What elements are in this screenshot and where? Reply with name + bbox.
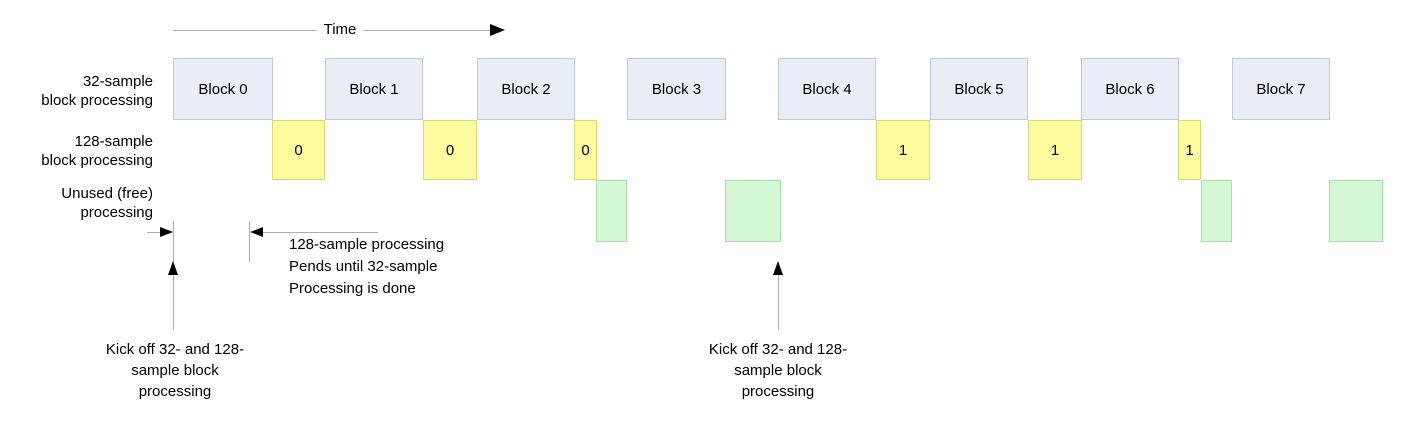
row-label-unused-free: Unused (free) processing bbox=[0, 184, 153, 222]
block-32-7: Block 7 bbox=[1232, 58, 1330, 120]
row-label-32-sample: 32-sample block processing bbox=[0, 72, 153, 110]
dimension-arrow-right-icon bbox=[160, 227, 173, 237]
block-32-4: Block 4 bbox=[778, 58, 876, 120]
block-32-0: Block 0 bbox=[173, 58, 273, 120]
row-label-128-sample: 128-sample block processing bbox=[0, 132, 153, 170]
block-128-2: 0 bbox=[574, 120, 597, 180]
kickoff-note-1: Kick off 32- and 128- sample block proce… bbox=[85, 339, 265, 402]
block-32-1: Block 1 bbox=[325, 58, 423, 120]
block-32-3: Block 3 bbox=[627, 58, 726, 120]
time-axis-label: Time bbox=[316, 21, 364, 38]
block-128-3: 1 bbox=[876, 120, 930, 180]
kickoff-note-line: processing bbox=[741, 383, 815, 400]
kickoff-note-line: Kick off 32- and 128- bbox=[708, 341, 848, 358]
kickoff-marker-line bbox=[173, 221, 174, 330]
free-block-3 bbox=[1329, 180, 1383, 242]
row-label-line: block processing bbox=[41, 92, 153, 109]
row-label-line: Unused (free) bbox=[61, 185, 153, 202]
kickoff-note-line: Kick off 32- and 128- bbox=[105, 341, 245, 358]
pend-note: 128-sample processing Pends until 32-sam… bbox=[289, 234, 444, 300]
kickoff-note-2: Kick off 32- and 128- sample block proce… bbox=[688, 339, 868, 402]
kickoff-up-arrow-icon bbox=[168, 261, 178, 275]
block-32-5: Block 5 bbox=[930, 58, 1028, 120]
free-block-0 bbox=[596, 180, 627, 242]
block-128-0: 0 bbox=[272, 120, 325, 180]
kickoff-note-line: sample block bbox=[131, 362, 219, 379]
kickoff-note-line: processing bbox=[138, 383, 212, 400]
kickoff-note-line: sample block bbox=[734, 362, 822, 379]
row-label-line: block processing bbox=[41, 152, 153, 169]
dimension-line-left bbox=[147, 232, 161, 233]
dimension-tick-line bbox=[249, 221, 250, 262]
block-128-4: 1 bbox=[1028, 120, 1082, 180]
block-128-1: 0 bbox=[423, 120, 477, 180]
kickoff-marker-line bbox=[778, 268, 779, 330]
row-label-line: processing bbox=[80, 204, 153, 221]
block-32-2: Block 2 bbox=[477, 58, 575, 120]
dimension-arrow-left-icon bbox=[250, 227, 263, 237]
block-128-5: 1 bbox=[1178, 120, 1201, 180]
block-32-6: Block 6 bbox=[1081, 58, 1179, 120]
row-label-line: 32-sample bbox=[82, 73, 153, 90]
row-label-line: 128-sample bbox=[74, 133, 153, 150]
free-block-2 bbox=[1201, 180, 1232, 242]
pend-note-line: Pends until 32-sample bbox=[289, 258, 438, 275]
time-axis-arrowhead-icon bbox=[490, 24, 505, 36]
pend-note-line: 128-sample processing bbox=[289, 236, 445, 253]
dimension-line-right bbox=[263, 232, 378, 233]
free-block-1 bbox=[725, 180, 781, 242]
pend-note-line: Processing is done bbox=[289, 280, 416, 297]
kickoff-up-arrow-icon bbox=[773, 261, 783, 275]
